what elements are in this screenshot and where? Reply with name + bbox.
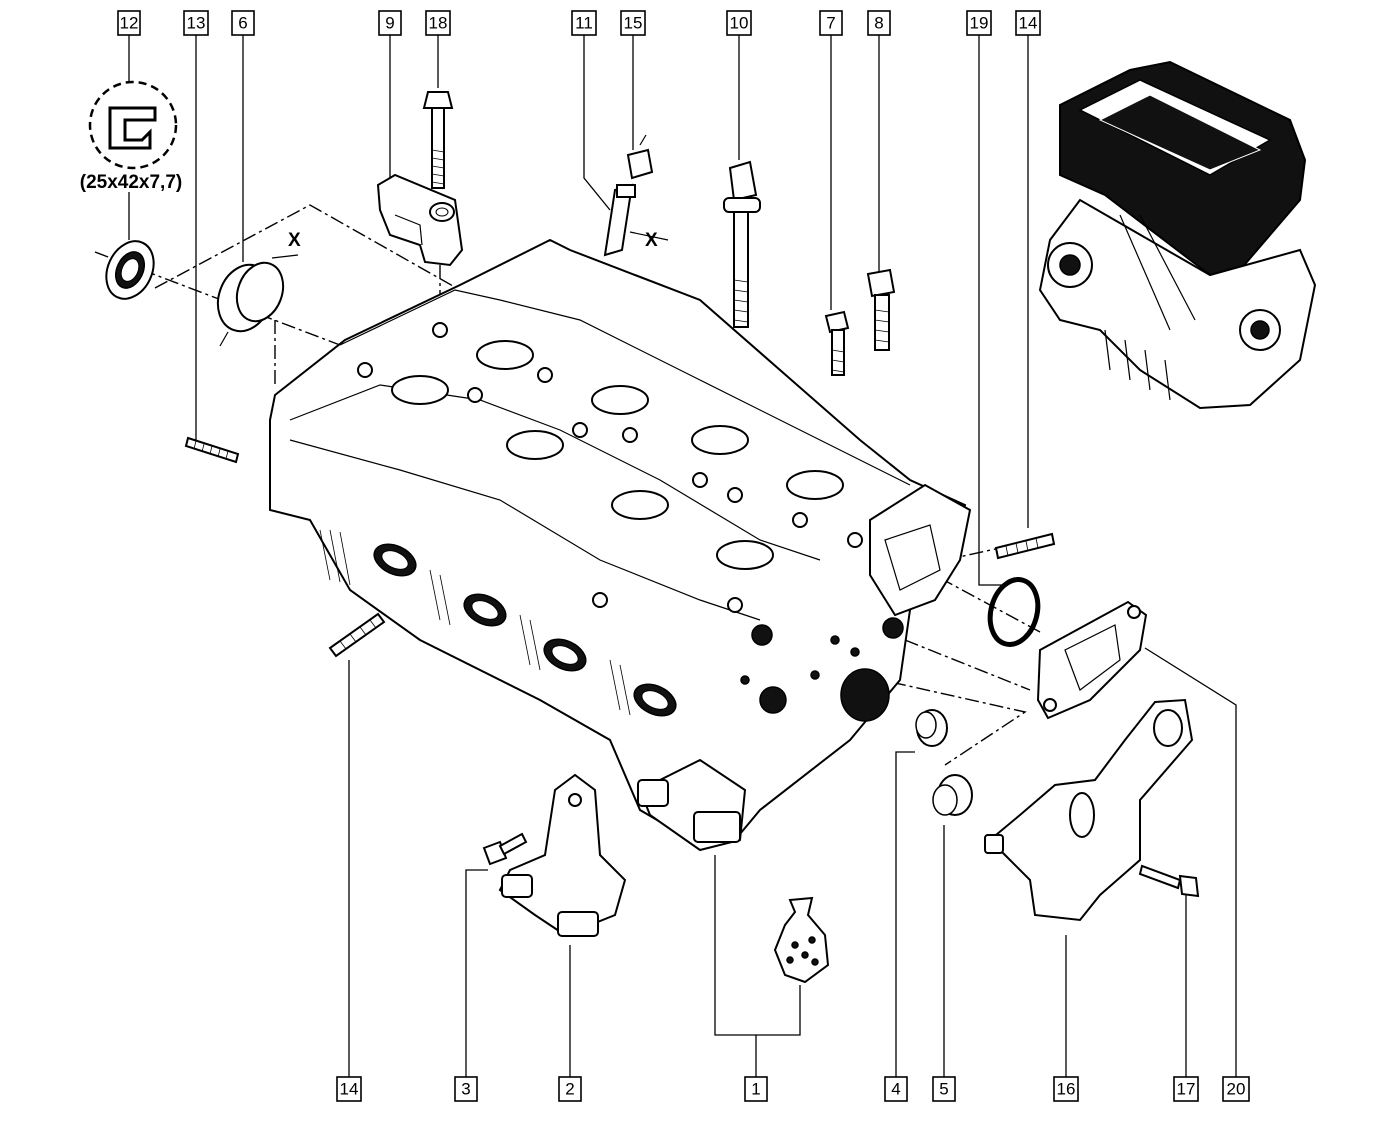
callout-8-label: 8 (874, 14, 883, 33)
callout-20: 20 (1222, 1076, 1250, 1102)
o-ring-19 (987, 577, 1041, 647)
engine-thumbnail (1038, 60, 1317, 410)
callout-17-label: 17 (1177, 1080, 1196, 1099)
bracket-9 (376, 173, 464, 267)
lifting-bracket-2 (498, 773, 627, 937)
callout-14-bottom: 14 (336, 1076, 362, 1102)
engine-bracket-16 (984, 698, 1194, 922)
callout-19-label: 19 (970, 14, 989, 33)
callout-9: 9 (378, 10, 402, 36)
callout-4: 4 (884, 1076, 908, 1102)
callout-5-label: 5 (939, 1080, 948, 1099)
plug-6: X (216, 230, 301, 347)
callout-2: 2 (558, 1076, 582, 1102)
callout-5: 5 (932, 1076, 956, 1102)
plug-4 (915, 709, 948, 747)
intake-ports (373, 543, 677, 717)
bolt-7 (824, 310, 850, 376)
callout-10: 10 (726, 10, 752, 36)
cam-bolts (357, 322, 863, 613)
nut-15 (626, 134, 654, 180)
stud-13 (184, 436, 240, 464)
callout-4-label: 4 (891, 1080, 900, 1099)
callout-14-bottom-label: 14 (340, 1080, 359, 1099)
bolt-18 (422, 91, 454, 189)
cylinder-head (269, 238, 972, 852)
end-face-bores (740, 617, 904, 722)
callout-17: 17 (1173, 1076, 1199, 1102)
callout-8: 8 (867, 10, 891, 36)
callout-11-label: 11 (575, 14, 593, 33)
callout-15: 15 (620, 10, 646, 36)
callout-13: 13 (183, 10, 209, 36)
plug-5 (932, 774, 973, 816)
callout-1-label: 1 (751, 1080, 760, 1099)
callout-18-label: 18 (429, 14, 448, 33)
sensor-11: X (603, 183, 669, 257)
callout-3: 3 (454, 1076, 478, 1102)
callout-15-label: 15 (624, 14, 643, 33)
callout-14-top: 14 (1015, 10, 1041, 36)
callout-6: 6 (231, 10, 255, 36)
callout-14-top-label: 14 (1019, 14, 1038, 33)
axis-marker-x-main: X (288, 230, 301, 251)
callout-19: 19 (966, 10, 992, 36)
callout-1: 1 (744, 1076, 768, 1102)
callout-16: 16 (1053, 1076, 1079, 1102)
stud-14-left (328, 612, 386, 658)
callout-6-label: 6 (238, 14, 247, 33)
stud-14-right (994, 532, 1056, 560)
seal-detail-12: (25x42x7,7) (80, 80, 182, 193)
callout-13-label: 13 (187, 14, 206, 33)
callout-18: 18 (425, 10, 451, 36)
callout-16-label: 16 (1057, 1080, 1076, 1099)
cam-journals (391, 340, 844, 570)
callout-7-label: 7 (826, 14, 835, 33)
bolt-8 (866, 268, 896, 351)
callout-12: 12 (117, 10, 141, 36)
axis-marker-x-small: X (645, 230, 658, 251)
callout-20-label: 20 (1227, 1080, 1246, 1099)
oil-seal-12 (105, 240, 155, 300)
callout-9-label: 9 (385, 14, 394, 33)
bolt-17 (1138, 864, 1200, 898)
callout-12-label: 12 (120, 14, 139, 33)
bolt-3 (482, 832, 528, 866)
callout-7: 7 (819, 10, 843, 36)
callout-3-label: 3 (461, 1080, 470, 1099)
side-ribs (319, 529, 631, 716)
callout-11: 11 (571, 10, 597, 36)
callout-2-label: 2 (565, 1080, 574, 1099)
leader-lines (128, 35, 1237, 1077)
cover-plate-20 (1036, 600, 1148, 720)
callout-10-label: 10 (730, 14, 749, 33)
seal-dimension-text: (25x42x7,7) (80, 172, 182, 193)
bolt-10 (723, 160, 761, 328)
hardware-bag-1 (773, 896, 830, 984)
